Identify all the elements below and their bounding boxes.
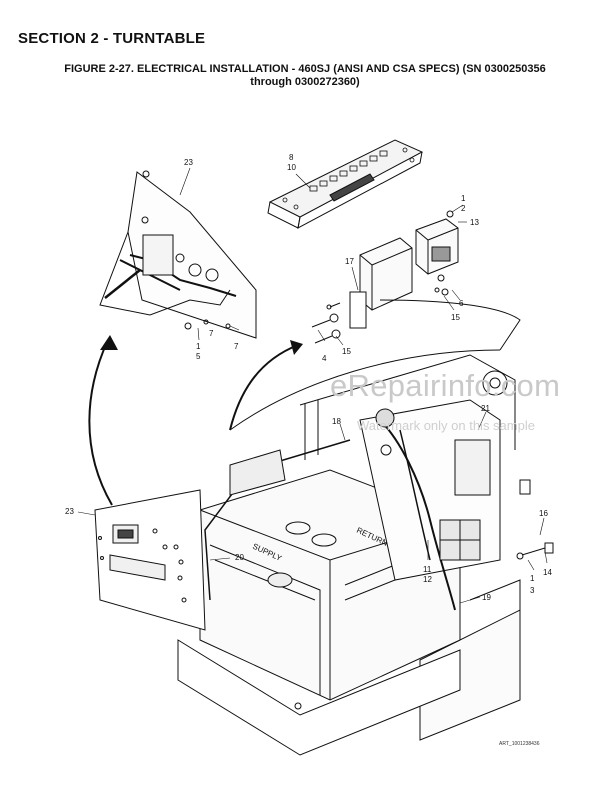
- callout-12: 12: [423, 575, 432, 584]
- callout-3: 3: [530, 586, 535, 595]
- ground-control-harness: [204, 399, 554, 611]
- callout-21: 21: [481, 404, 490, 413]
- figure-title-line2: through 0300272360): [250, 76, 360, 88]
- section-title: SECTION 2 - TURNTABLE: [18, 30, 206, 47]
- watermark-logo: eRepairinfo.com: [330, 368, 561, 403]
- callout-19: 19: [482, 593, 491, 602]
- callout-8: 8: [289, 153, 294, 162]
- callout-numbers: 23 8 10 1 2 13 17 6 15 1 5 7 7 4 15 18 2…: [65, 153, 552, 602]
- callout-10: 10: [287, 163, 296, 172]
- callout-1-platform: 1: [196, 342, 201, 351]
- callout-17: 17: [345, 257, 354, 266]
- platform-side-panel: [99, 170, 257, 339]
- control-panel-assembly: [267, 139, 424, 229]
- callout-1-bracket: 1: [461, 194, 466, 203]
- callout-1-ground: 1: [530, 574, 535, 583]
- callout-18: 18: [332, 417, 341, 426]
- turntable-frame: [229, 299, 521, 741]
- callout-23-lower: 23: [65, 507, 74, 516]
- callout-6: 6: [459, 299, 464, 308]
- callout-20: 20: [235, 553, 244, 562]
- callout-2: 2: [461, 204, 466, 213]
- callout-11: 11: [423, 565, 432, 574]
- callout-16: 16: [539, 509, 548, 518]
- callout-13: 13: [470, 218, 479, 227]
- leader-lines: [77, 167, 548, 604]
- callout-7-right: 7: [234, 342, 239, 351]
- callout-4: 4: [322, 354, 327, 363]
- harness-bracket-assembly: [349, 210, 459, 329]
- callout-15-bolt: 15: [342, 347, 351, 356]
- art-id: ART_1001238436: [499, 741, 540, 747]
- mounting-bolts: [311, 302, 341, 344]
- assembly-arrows: [88, 335, 303, 506]
- figure-title: FIGURE 2-27. ELECTRICAL INSTALLATION - 4…: [20, 63, 590, 89]
- callout-7-left: 7: [209, 329, 214, 338]
- callout-23-upper: 23: [184, 158, 193, 167]
- figure-title-line1: FIGURE 2-27. ELECTRICAL INSTALLATION - 4…: [64, 63, 546, 75]
- callout-5: 5: [196, 352, 201, 361]
- ground-control-panel: [94, 489, 206, 631]
- watermark-note: Watermark only on this sample: [357, 418, 535, 433]
- callout-14: 14: [543, 568, 552, 577]
- callout-15-bracket: 15: [451, 313, 460, 322]
